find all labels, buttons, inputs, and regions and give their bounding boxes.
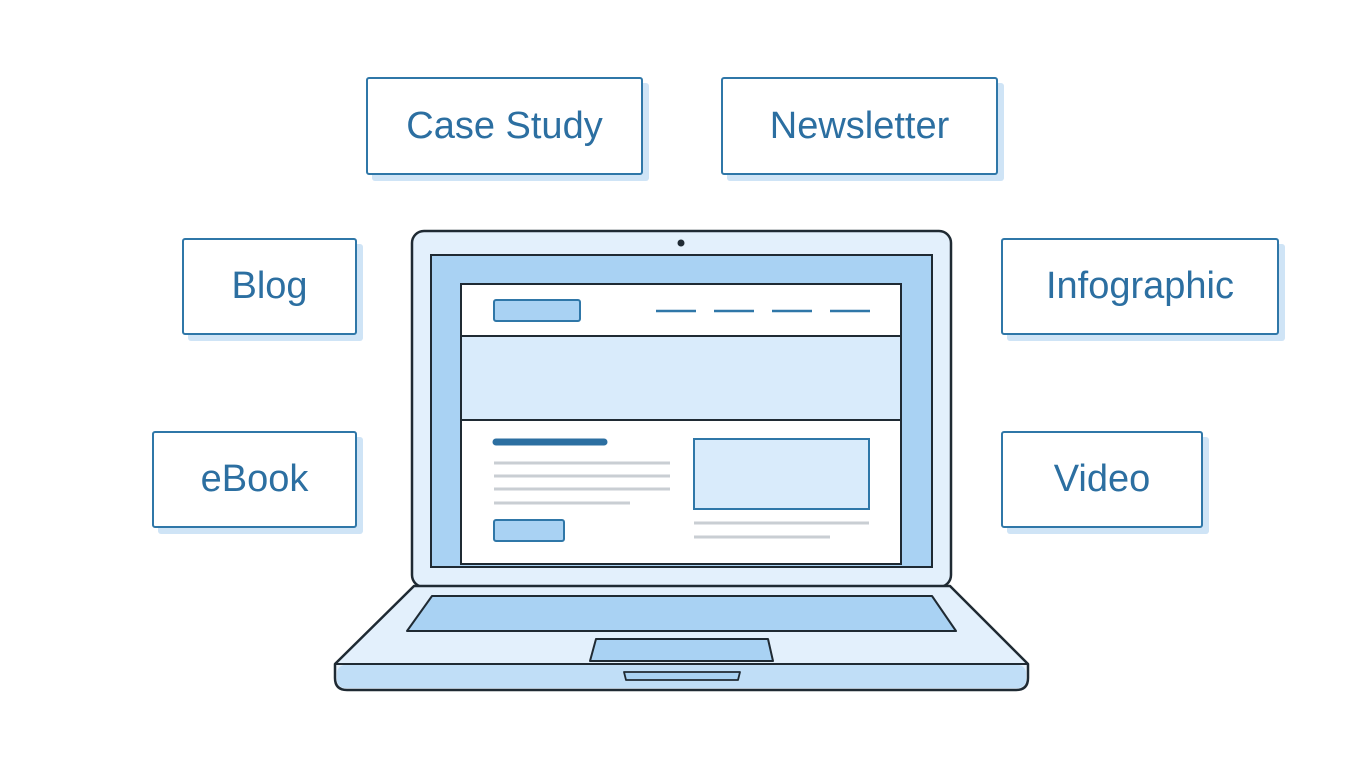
label-infographic: Infographic	[1001, 238, 1279, 335]
image-placeholder	[693, 438, 870, 510]
keyboard-area	[406, 595, 957, 632]
label-video: Video	[1001, 431, 1203, 528]
label-newsletter: Newsletter	[721, 77, 998, 175]
browser-window	[460, 283, 902, 565]
content-text-lines	[494, 461, 670, 505]
hero-banner	[462, 337, 900, 420]
label-ebook-text: eBook	[200, 458, 309, 500]
label-blog: Blog	[182, 238, 357, 335]
label-blog-text: Blog	[231, 265, 308, 307]
webcam-icon	[677, 239, 685, 247]
caption-lines	[694, 521, 869, 539]
label-newsletter-text: Newsletter	[769, 104, 950, 147]
label-ebook: eBook	[152, 431, 357, 528]
label-case-study: Case Study	[366, 77, 643, 175]
content-button-placeholder	[493, 519, 565, 542]
front-notch	[623, 671, 741, 681]
site-logo-placeholder	[493, 299, 581, 322]
label-video-text: Video	[1053, 458, 1151, 500]
label-infographic-text: Infographic	[1045, 265, 1234, 307]
label-case-study-text: Case Study	[406, 104, 603, 147]
trackpad-icon	[589, 638, 774, 662]
